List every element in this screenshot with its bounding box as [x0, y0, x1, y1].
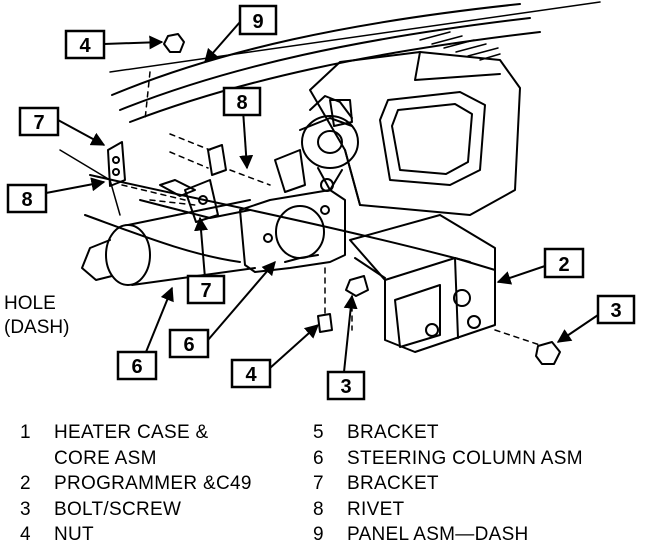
svg-text:6: 6	[183, 334, 194, 356]
callout-4-bottom: 4	[230, 358, 272, 389]
rivet-bracket-left	[107, 141, 227, 223]
steering-column	[81, 199, 256, 286]
legend-number: 7	[313, 473, 324, 494]
callout-9: 9	[238, 4, 278, 36]
legend-text: HEATER CASE &	[54, 422, 209, 443]
svg-text:(DASH): (DASH)	[4, 317, 69, 338]
legend-item-8: 8 RIVET	[313, 497, 653, 523]
legend-right-column: 5 BRACKET 6 STEERING COLUMN ASM 7 BRACKE…	[313, 420, 653, 548]
svg-text:HOLE: HOLE	[4, 293, 56, 314]
legend-text: STEERING COLUMN ASM	[347, 447, 583, 469]
legend-item-5: 5 BRACKET	[313, 420, 653, 446]
legend-number: 3	[20, 498, 31, 520]
legend-text: RIVET	[347, 498, 405, 520]
fasteners	[163, 33, 561, 365]
legend-text: BOLT/SCREW	[54, 498, 182, 520]
programmer-motor	[274, 95, 359, 193]
legend-item-6: 6 STEERING COLUMN ASM	[313, 446, 653, 472]
legend-number: 9	[313, 524, 324, 545]
legend-number: 6	[313, 447, 324, 469]
dash-panel	[59, 1, 601, 263]
legend-left-column: 1 HEATER CASE & CORE ASM 2 PROGRAMMER &C…	[20, 420, 310, 548]
legend-item-3: 3 BOLT/SCREW	[20, 497, 310, 523]
heater-case	[309, 51, 521, 216]
callout-7-left: 7	[18, 106, 60, 137]
svg-text:3: 3	[610, 300, 621, 322]
svg-text:6: 6	[131, 356, 142, 378]
legend-number: 1	[20, 422, 31, 443]
programmer-module	[349, 214, 496, 353]
callout-4-top: 4	[64, 29, 106, 60]
svg-text:7: 7	[33, 112, 44, 134]
legend-text: BRACKET	[347, 473, 439, 494]
legend-item-1: 1 HEATER CASE & CORE ASM	[20, 420, 310, 471]
legend-number: 8	[313, 498, 324, 520]
callout-7-mid: 7	[186, 274, 226, 305]
legend-text: NUT	[54, 524, 94, 545]
svg-text:8: 8	[21, 189, 32, 211]
callout-8-top: 8	[222, 86, 262, 117]
legend-item-7: 7 BRACKET	[313, 471, 653, 497]
hole-dash-label: HOLE (DASH)	[4, 293, 69, 338]
svg-text:4: 4	[79, 35, 91, 57]
callout-3-bottom: 3	[326, 370, 366, 401]
svg-text:8: 8	[236, 92, 247, 114]
legend-number: 4	[20, 524, 31, 545]
svg-text:9: 9	[252, 11, 263, 33]
legend-item-9: 9 PANEL ASM—DASH	[313, 522, 653, 548]
leader-lines	[45, 21, 599, 373]
svg-text:3: 3	[340, 376, 351, 398]
svg-text:2: 2	[558, 254, 569, 276]
legend-number: 2	[20, 473, 31, 494]
callout-2: 2	[543, 247, 585, 279]
bracket	[239, 189, 346, 273]
legend-text: CORE ASM	[54, 447, 157, 469]
exploded-assembly-diagram: 9 4 7 8 8 7 2 3 6 6 4 3	[4, 1, 636, 401]
legend-text: BRACKET	[347, 422, 439, 443]
legend-text: PANEL ASM—DASH	[347, 524, 529, 545]
legend-item-2: 2 PROGRAMMER &C49	[20, 471, 310, 497]
callout-6-mid: 6	[168, 328, 210, 359]
svg-text:4: 4	[245, 364, 257, 386]
callout-3-right: 3	[596, 294, 636, 325]
legend-item-4: 4 NUT	[20, 522, 310, 548]
svg-text:7: 7	[200, 280, 211, 302]
legend-number: 5	[313, 422, 324, 443]
callout-8-left: 8	[6, 183, 48, 214]
callout-6-left: 6	[116, 350, 158, 381]
legend-text: PROGRAMMER &C49	[54, 473, 252, 494]
